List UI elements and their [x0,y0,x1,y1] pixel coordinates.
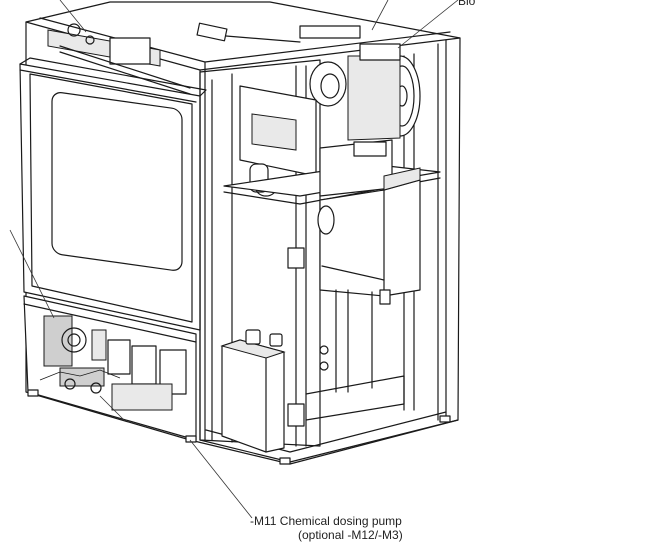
callout-pump-line1: -M11 Chemical dosing pump [250,514,402,528]
callout-pump-line2: (optional -M12/-M3) [298,528,403,542]
chemical-canister [220,329,286,453]
callout-chemical-dosing-pump: -M11 Chemical dosing pump (optional -M12… [250,514,403,542]
callout-blower-label: Blo [458,0,475,8]
door-top-rail [47,23,191,95]
duct-box [223,85,441,205]
lower-struts [305,289,405,421]
lower-control-compartment [23,295,197,441]
leader-lines [9,0,459,519]
feet [27,389,451,465]
front-door [19,57,207,331]
callout-blower-text: Blo [458,0,476,8]
blower-assembly [196,22,421,141]
water-tank [317,167,421,297]
